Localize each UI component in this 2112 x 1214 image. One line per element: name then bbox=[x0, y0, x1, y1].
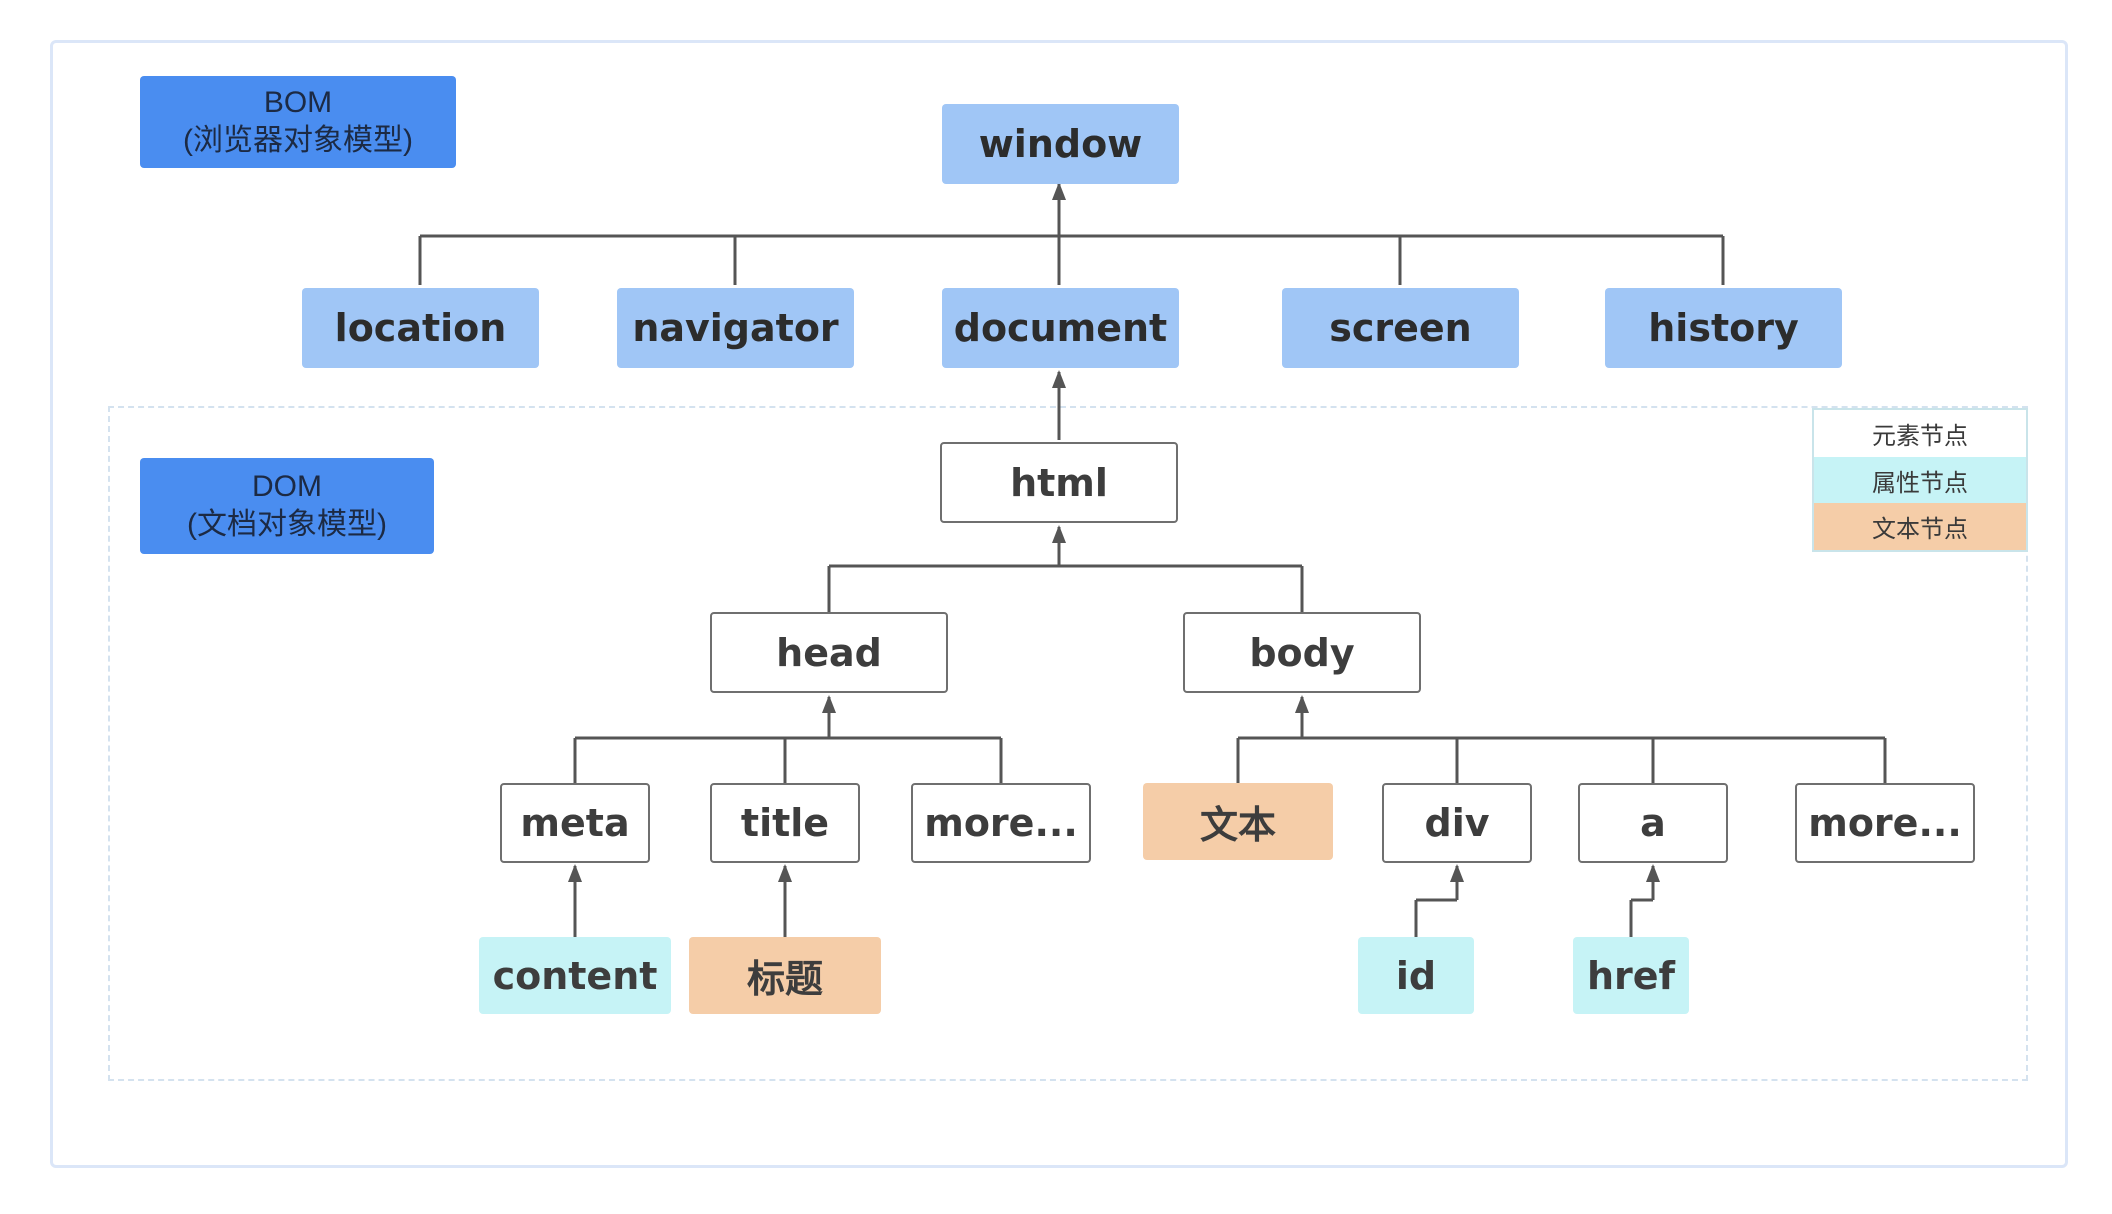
node-body: body bbox=[1183, 612, 1421, 693]
node-history: history bbox=[1605, 288, 1842, 368]
bom-label-subtitle: (浏览器对象模型) bbox=[183, 124, 413, 157]
node-head: head bbox=[710, 612, 948, 693]
node-title-text: 标题 bbox=[689, 937, 881, 1014]
node-body-text: 文本 bbox=[1143, 783, 1333, 860]
arrowhead bbox=[1052, 370, 1066, 388]
arrowhead bbox=[778, 864, 792, 882]
legend: 元素节点 属性节点 文本节点 bbox=[1812, 408, 2028, 552]
arrowhead bbox=[1450, 864, 1464, 882]
attribute-text-connectors bbox=[568, 864, 1660, 937]
arrowhead bbox=[1646, 864, 1660, 882]
node-meta: meta bbox=[500, 783, 650, 863]
node-body-more: more... bbox=[1795, 783, 1975, 863]
bom-connectors bbox=[418, 180, 1725, 285]
node-id: id bbox=[1358, 937, 1474, 1014]
node-location: location bbox=[302, 288, 539, 368]
dom-label-title: DOM bbox=[252, 470, 322, 503]
node-div: div bbox=[1382, 783, 1532, 863]
diagram-frame bbox=[50, 40, 2068, 1168]
bom-label-title: BOM bbox=[263, 86, 333, 119]
node-title: title bbox=[710, 783, 860, 863]
bom-label: BOM (浏览器对象模型) bbox=[140, 76, 456, 168]
legend-attribute-node: 属性节点 bbox=[1814, 456, 2026, 504]
node-window: window bbox=[942, 104, 1179, 184]
body-children-connectors bbox=[1236, 695, 1887, 783]
node-screen: screen bbox=[1282, 288, 1519, 368]
head-children-connectors bbox=[573, 695, 1003, 783]
arrowhead bbox=[568, 864, 582, 882]
dom-region-frame bbox=[108, 406, 2028, 1081]
arrowhead bbox=[822, 695, 836, 713]
legend-element-node: 元素节点 bbox=[1814, 410, 2026, 457]
html-children-connectors bbox=[827, 525, 1304, 612]
dom-label-subtitle: (文档对象模型) bbox=[187, 508, 387, 541]
node-a: a bbox=[1578, 783, 1728, 863]
node-content: content bbox=[479, 937, 671, 1014]
dom-label: DOM (文档对象模型) bbox=[140, 458, 434, 554]
arrowhead bbox=[1295, 695, 1309, 713]
node-document: document bbox=[942, 288, 1179, 368]
node-html: html bbox=[940, 442, 1178, 523]
node-href: href bbox=[1573, 937, 1689, 1014]
arrowhead bbox=[1052, 182, 1066, 200]
arrowhead bbox=[1052, 525, 1066, 543]
document-html-connector bbox=[1052, 370, 1066, 440]
node-navigator: navigator bbox=[617, 288, 854, 368]
node-head-more: more... bbox=[911, 783, 1091, 863]
legend-text-node: 文本节点 bbox=[1814, 503, 2026, 551]
